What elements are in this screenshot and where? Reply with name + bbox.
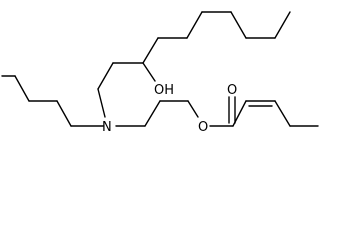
bond-c8-c9 xyxy=(274,11,291,39)
skeletal-structure: OH N O O xyxy=(1,11,319,135)
bond-c4-c5 xyxy=(186,11,203,39)
carbonyl-oxygen-label: O xyxy=(227,83,237,98)
bond-c2-oh xyxy=(142,62,156,82)
nitrogen-label: N xyxy=(102,120,112,135)
heptyl-chain xyxy=(142,11,291,64)
bond-c2-c3 xyxy=(142,37,159,64)
bond-e1-e2 xyxy=(144,100,161,127)
pentyl-chain xyxy=(1,75,104,127)
bond-c1-c xyxy=(97,62,114,90)
hydroxyl-group: OH xyxy=(142,62,174,98)
bond-p1-p2 xyxy=(56,100,72,127)
bond-c-n xyxy=(97,88,106,118)
bond-e3-o xyxy=(187,100,199,118)
ester-oxygen-label: O xyxy=(198,120,208,135)
bond-p3-p4 xyxy=(14,75,30,102)
ethylene-linker xyxy=(115,100,199,127)
molecule-canvas: OH N O O xyxy=(1,11,319,135)
hydroxyl-label: OH xyxy=(154,83,174,98)
crotonoyl-group xyxy=(209,96,319,127)
bond-c6-c7 xyxy=(230,11,247,39)
bond-calkene-ch3 xyxy=(274,100,291,127)
hydroxyalkyl-linker xyxy=(97,62,144,118)
